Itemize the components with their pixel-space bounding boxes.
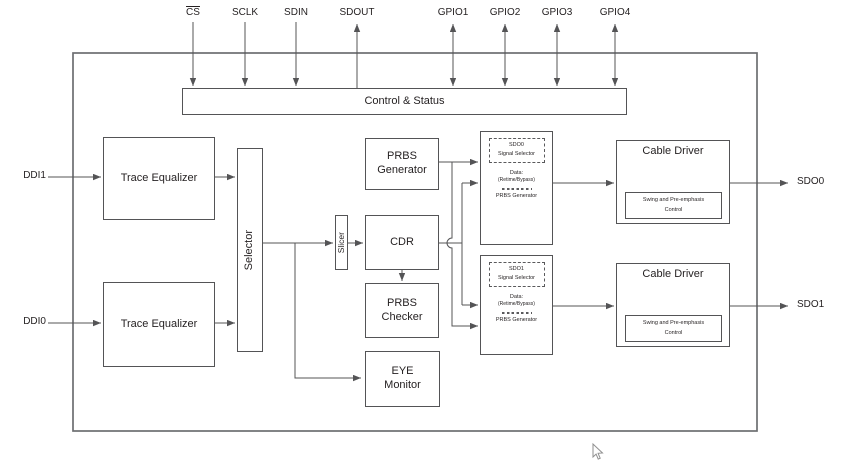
swing-preemphasis-control-label: Swing and Pre-emphasis Control [642, 320, 705, 336]
control-status-block: Control & Status [182, 88, 627, 115]
signal-selector-name: SDO0 [509, 142, 524, 148]
signal-selector-block-0: SDO0 Signal Selector Data: (Retime/Bypas… [480, 131, 553, 245]
signal-selector-name: SDO1 [509, 266, 524, 272]
signal-selector-title-box: SDO0 Signal Selector [488, 138, 545, 163]
port-label-ddi0: DDI0 [23, 316, 46, 327]
cable-driver-label: Cable Driver [642, 145, 704, 157]
signal-selector-title: Signal Selector [498, 150, 535, 157]
prbs-checker-block: PRBS Checker [365, 283, 439, 338]
signal-selector-block-1: SDO1 Signal Selector Data: (Retime/Bypas… [480, 255, 553, 355]
eye-monitor-label: EYE Monitor [384, 365, 421, 391]
signal-selector-data-label: Data: [509, 169, 524, 176]
device-outline [72, 52, 758, 432]
dashed-separator [501, 188, 532, 191]
mouse-cursor-icon [592, 442, 604, 460]
signal-selector-data-mode: (Retime/Bypass) [498, 177, 535, 184]
cable-driver-block-0: Cable Driver Swing and Pre-emphasis Cont… [616, 140, 730, 224]
wire-prbsgen-ss1 [446, 162, 478, 330]
cdr-block: CDR [365, 215, 439, 270]
wire-selector-eye-monitor [294, 243, 361, 382]
signal-selector-data-mode: (Retime/Bypass) [498, 301, 535, 308]
port-label-sdin: SDIN [284, 7, 308, 18]
trace-equalizer-block-0: Trace Equalizer [103, 137, 215, 220]
cdr-label: CDR [390, 235, 414, 248]
signal-selector-data-label: Data: [509, 293, 524, 300]
prbs-generator-block: PRBS Generator [365, 138, 439, 190]
port-label-ddi1: DDI1 [23, 170, 46, 181]
signal-selector-source: PRBS Generator [495, 193, 538, 200]
signal-selector-title-box: SDO1 Signal Selector [488, 262, 545, 287]
dashed-separator [501, 312, 532, 315]
port-label-sclk: SCLK [231, 7, 259, 18]
port-label-gpio4: GPIO4 [599, 7, 631, 18]
cable-driver-block-1: Cable Driver Swing and Pre-emphasis Cont… [616, 263, 730, 347]
trace-equalizer-block-1: Trace Equalizer [103, 282, 215, 367]
swing-preemphasis-control-box: Swing and Pre-emphasis Control [625, 315, 722, 342]
port-label-sdo0: SDO0 [797, 176, 825, 187]
slicer-block: Slicer [335, 215, 348, 270]
cable-driver-label: Cable Driver [642, 268, 704, 280]
port-label-sdout: SDOUT [339, 7, 375, 18]
port-label-sdo1: SDO1 [797, 299, 825, 310]
swing-preemphasis-control-label: Swing and Pre-emphasis Control [642, 197, 705, 213]
port-label-cs: CS [186, 7, 200, 18]
slicer-label: Slicer [336, 231, 347, 254]
selector-block: Selector [237, 148, 263, 352]
control-status-label: Control & Status [364, 94, 445, 107]
swing-preemphasis-control-box: Swing and Pre-emphasis Control [625, 192, 722, 219]
trace-equalizer-label: Trace Equalizer [120, 317, 198, 330]
trace-equalizer-label: Trace Equalizer [120, 171, 198, 184]
port-label-gpio1: GPIO1 [437, 7, 469, 18]
signal-selector-source: PRBS Generator [495, 317, 538, 324]
selector-label: Selector [243, 229, 256, 271]
port-label-gpio2: GPIO2 [489, 7, 521, 18]
eye-monitor-block: EYE Monitor [365, 351, 440, 407]
port-label-gpio3: GPIO3 [541, 7, 573, 18]
prbs-checker-label: PRBS Checker [381, 296, 423, 323]
signal-selector-title: Signal Selector [498, 274, 535, 281]
prbs-generator-label: PRBS Generator [377, 150, 427, 176]
